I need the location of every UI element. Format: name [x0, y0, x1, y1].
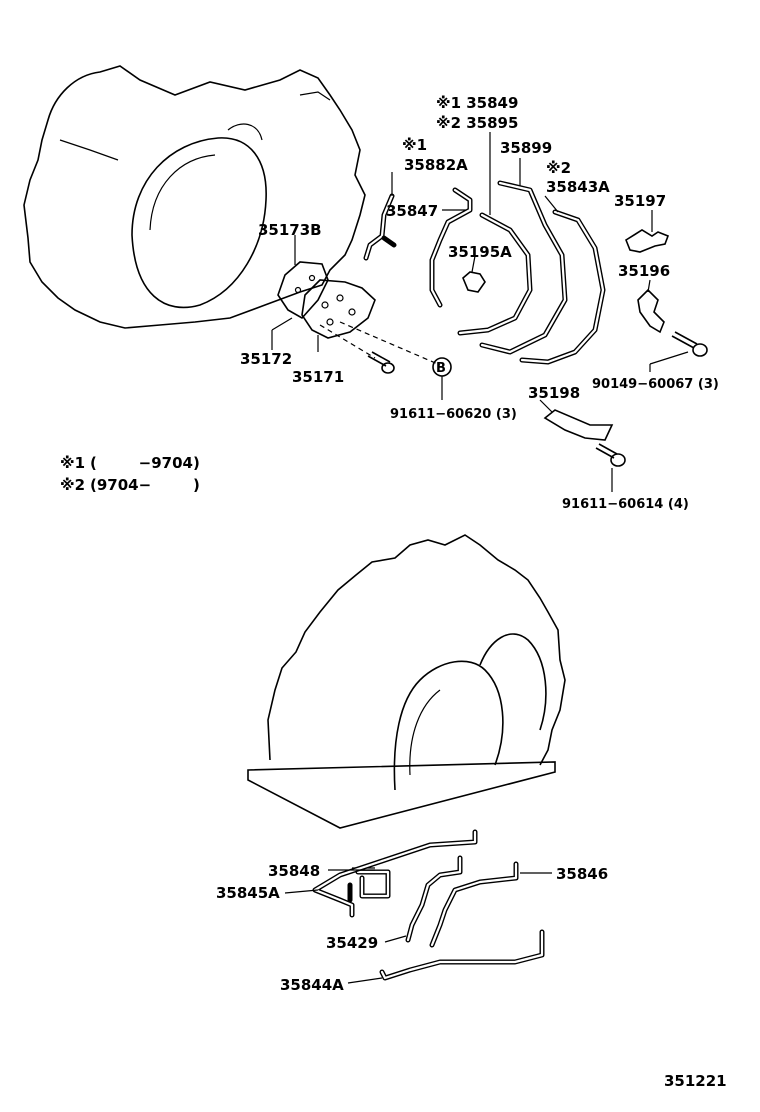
leader-lines-upper	[271, 132, 559, 352]
pipe-35844A	[379, 929, 545, 981]
pipe-35429	[405, 855, 463, 943]
label-mark-2: ※2	[546, 159, 571, 177]
label-35849: ※1 35849	[436, 94, 518, 112]
bracket-35198	[539, 399, 614, 441]
label-35899: 35899	[500, 139, 552, 157]
label-35848: 35848	[268, 862, 320, 880]
label-35895: ※2 35895	[436, 114, 518, 132]
upper-transmission-housing	[23, 65, 366, 329]
pipe-35899	[479, 180, 568, 355]
label-35845A: 35845A	[216, 884, 280, 902]
label-91611-60620: 91611−60620 (3)	[390, 407, 517, 422]
legend-mark-2: ※2	[60, 476, 85, 494]
label-35843A: 35843A	[546, 178, 610, 196]
label-35171: 35171	[292, 368, 344, 386]
legend-mark-1: ※1	[60, 454, 85, 472]
pipe-35849	[457, 212, 533, 336]
pipe-35846	[429, 861, 519, 948]
legend-range-2: (9704− )	[90, 476, 200, 494]
figure-number: 351221	[664, 1072, 727, 1090]
valve-body-assembly	[277, 261, 441, 366]
label-mark-1: ※1	[402, 136, 427, 154]
label-35198: 35198	[528, 384, 580, 402]
leader-lines-lower	[284, 869, 552, 984]
pipe-35845A	[312, 829, 478, 918]
label-90149-60067: 90149−60067 (3)	[592, 377, 719, 392]
label-35195A: 35195A	[448, 243, 512, 261]
reference-letter-b: B	[436, 361, 446, 376]
bracket-35196	[637, 279, 665, 334]
label-35844A: 35844A	[280, 976, 344, 994]
label-35429: 35429	[326, 934, 378, 952]
clamp-35195A	[462, 255, 486, 293]
label-35173B: 35173B	[258, 221, 322, 239]
label-35196: 35196	[618, 262, 670, 280]
label-35172: 35172	[240, 350, 292, 368]
bolt-91611-60614	[595, 443, 626, 492]
part-labels: ※1 35849 ※2 35895 ※1 35882A 35899 ※2 358…	[216, 94, 727, 1090]
label-35197: 35197	[614, 192, 666, 210]
label-35846: 35846	[556, 865, 608, 883]
legend: ※1 ( −9704) ※2 (9704− )	[60, 454, 200, 494]
pipe-35847	[429, 187, 473, 308]
lower-transmission-housing	[247, 534, 566, 829]
pipe-35848	[352, 867, 391, 899]
sensor-35197	[625, 210, 670, 253]
label-91611-60614: 91611−60614 (4)	[562, 497, 689, 512]
label-35882A: 35882A	[404, 156, 468, 174]
bolt-91611-60620	[367, 351, 395, 374]
legend-range-1: ( −9704)	[90, 454, 200, 472]
pipe-35843A	[519, 209, 606, 365]
label-35847: 35847	[386, 202, 438, 220]
bolt-90149-60067	[649, 331, 708, 372]
pipe-35882A	[363, 193, 397, 261]
reference-circle-b: B	[432, 357, 452, 400]
